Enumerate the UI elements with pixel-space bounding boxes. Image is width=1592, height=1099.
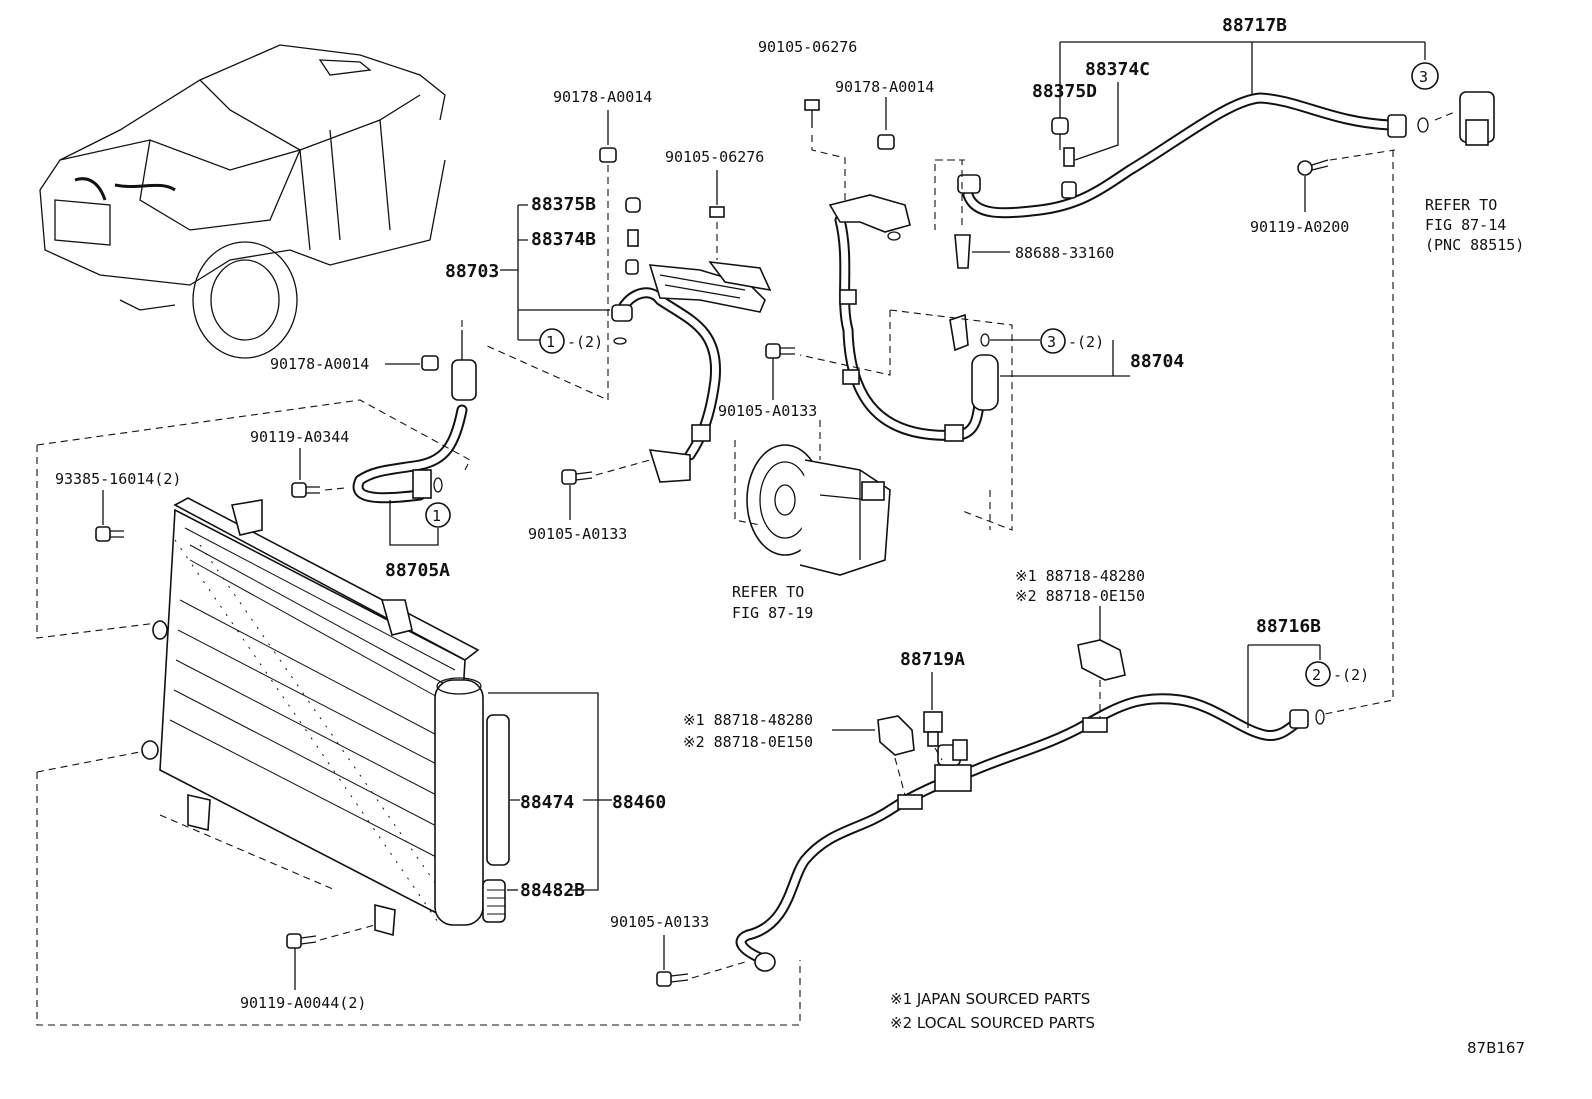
nut-90178-A0014-mid [877, 97, 895, 150]
svg-text:88688-33160: 88688-33160 [1015, 244, 1114, 262]
callout-88716B: 88716B 2 -(2) [1247, 616, 1369, 728]
part-label-90178-A0014-low: 90178-A0014 [270, 355, 369, 373]
clamp-88718-left: ※1 88718-48280 ※2 88718-0E150 [683, 711, 915, 796]
part-label-88482B: 88482B [520, 880, 585, 901]
part-label-88716B: 88716B [1256, 616, 1321, 637]
circle-callout-3-top: 3 [1411, 62, 1439, 133]
clamp-88718-right: ※1 88718-48280 ※2 88718-0E150 [1015, 567, 1145, 718]
part-label-90119-A0344: 90119-A0344 [250, 428, 349, 446]
part-label-90105-A0133-b: 90105-A0133 [528, 525, 627, 543]
nut-90178-A0014-low [385, 320, 463, 371]
callout-88704: 3 -(2) 88704 [980, 328, 1184, 377]
bolt-90119-A0044 [286, 924, 376, 990]
cap-88375D [1051, 117, 1069, 135]
part-label-88718-0E150-left: ※2 88718-0E150 [683, 733, 813, 751]
part-label-88718-48280-left: ※1 88718-48280 [683, 711, 813, 729]
part-label-90178-A0014-left: 90178-A0014 [553, 88, 652, 106]
svg-text:-(2): -(2) [1333, 666, 1369, 684]
part-label-88718-48280-right: ※1 88718-48280 [1015, 567, 1145, 585]
part-label-88474: 88474 [520, 792, 574, 813]
part-label-88374B: 88374B [531, 229, 596, 250]
part-label-90105-06276-top: 90105-06276 [758, 38, 857, 56]
part-label-90105-A0133-c: 90105-A0133 [610, 913, 709, 931]
pipe-88717B [957, 92, 1407, 219]
svg-text:3: 3 [1419, 68, 1428, 86]
valve-88374C [1063, 147, 1075, 167]
bolt-90105-06276-top [804, 99, 846, 205]
refer-pnc-88515: (PNC 88515) [1425, 236, 1524, 254]
pipe-88716B [735, 693, 1325, 972]
refer-to-label: REFER TO [1425, 196, 1497, 214]
svg-text:-(2): -(2) [1068, 333, 1104, 351]
callout-88717B: 88717B 88374C 88375D [1032, 15, 1426, 161]
part-label-88374C: 88374C [1085, 59, 1150, 80]
svg-text:1: 1 [546, 333, 555, 351]
expansion-valve-ref: REFER TO FIG 87-14 (PNC 88515) [1425, 91, 1524, 254]
bolt-90105-A0133-c [656, 935, 746, 987]
svg-text:90105-A0133: 90105-A0133 [718, 402, 817, 420]
plug-88482B [482, 879, 506, 923]
refer-fig-87-19: FIG 87-19 [732, 604, 813, 622]
bolt-90105-A0133-b [561, 459, 651, 520]
bolt-90119-A0344 [291, 448, 346, 498]
note-local-sourced: ※2 LOCAL SOURCED PARTS [890, 1014, 1095, 1032]
bolt-93385-16014 [95, 490, 124, 542]
condenser-88460 [141, 497, 480, 937]
bolt-90119-A0200: 90119-A0200 [1250, 149, 1396, 236]
compressor-ref: REFER TO FIG 87-19 [732, 420, 991, 622]
part-label-88460: 88460 [612, 792, 666, 813]
hose-88703 [611, 260, 772, 483]
part-label-90178-A0014-mid: 90178-A0014 [835, 78, 934, 96]
bolt-90105-A0133-a: 90105-A0133 [718, 343, 817, 420]
part-label-88375D: 88375D [1032, 81, 1097, 102]
part-label-88705A: 88705A [385, 560, 450, 581]
refer-to-compressor: REFER TO [732, 583, 804, 601]
svg-text:1: 1 [432, 507, 441, 525]
pipe-88705A: 1 88705A [352, 330, 477, 581]
part-label-88719A: 88719A [900, 649, 965, 670]
refer-fig-87-14: FIG 87-14 [1425, 216, 1506, 234]
leader-dashed-right [1319, 150, 1394, 716]
note-japan-sourced: ※1 JAPAN SOURCED PARTS [890, 990, 1090, 1008]
bolt-90105-06276-left [709, 170, 725, 260]
part-label-88703: 88703 [445, 261, 499, 282]
part-label-88375B: 88375B [531, 194, 596, 215]
part-label-88717B: 88717B [1222, 15, 1287, 36]
svg-text:3: 3 [1047, 333, 1056, 351]
svg-text:90119-A0200: 90119-A0200 [1250, 218, 1349, 236]
filter-88474 [486, 714, 510, 866]
receiver-drier [434, 677, 510, 926]
hose-88704 [828, 194, 999, 442]
part-label-88718-0E150-right: ※2 88718-0E150 [1015, 587, 1145, 605]
callout-88703: 88375B 88374B 88703 1 -(2) [445, 194, 641, 354]
svg-text:2: 2 [1312, 666, 1321, 684]
part-label-88704: 88704 [1130, 351, 1184, 372]
pressure-switch-88719A: 88719A [900, 649, 965, 761]
leader-dashed-88704 [889, 309, 1013, 531]
part-label-90119-A0044: 90119-A0044(2) [240, 994, 366, 1012]
vehicle-illustration [39, 44, 446, 359]
figure-id: 87B167 [1467, 1039, 1525, 1057]
nut-90178-A0014-left [484, 110, 617, 401]
condenser-boundary-top [36, 399, 471, 471]
svg-text:-(2): -(2) [567, 333, 603, 351]
part-label-93385-16014: 93385-16014(2) [55, 470, 181, 488]
callout-88460: 88474 88460 88482B [488, 692, 666, 901]
part-label-90105-06276-left: 90105-06276 [665, 148, 764, 166]
